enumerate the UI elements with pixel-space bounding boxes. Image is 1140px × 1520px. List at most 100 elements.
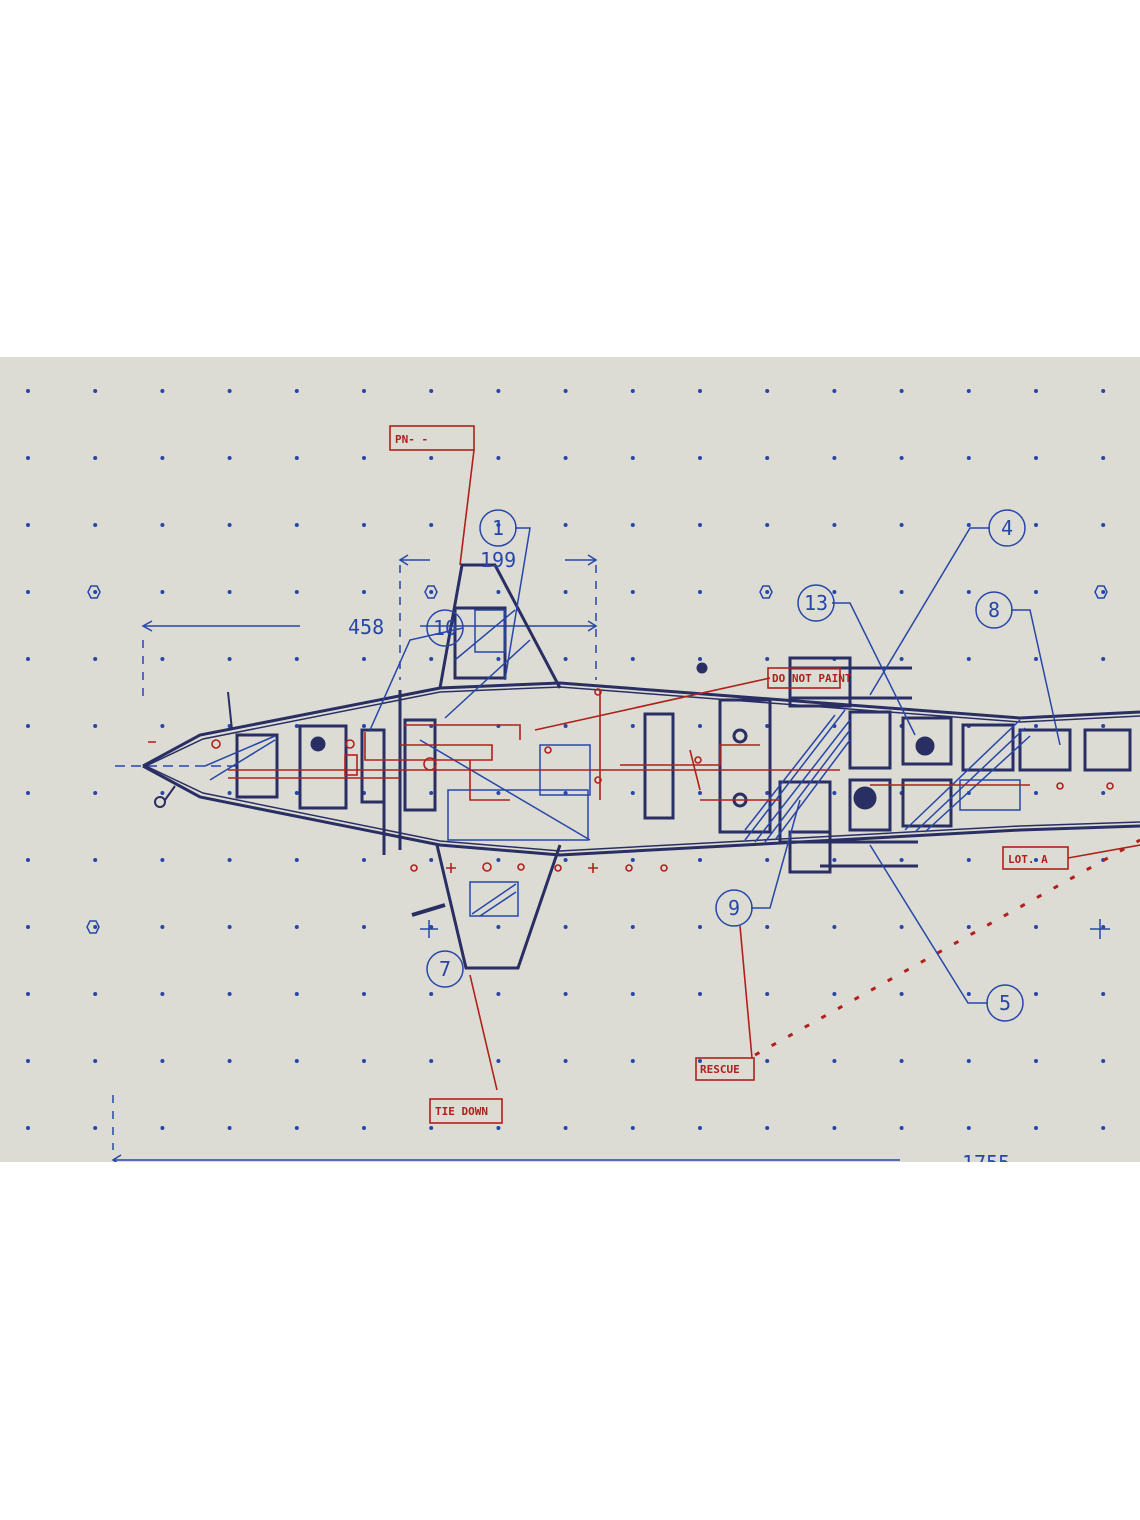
grid-dot — [899, 858, 904, 862]
grid-dot — [26, 858, 30, 862]
grid-dot — [563, 1126, 568, 1130]
grid-dot — [160, 724, 165, 728]
grid-dot — [362, 858, 366, 862]
grid-dot — [1101, 925, 1106, 929]
grid-dot — [698, 456, 702, 460]
grid-dot — [496, 791, 501, 795]
dimension-lines — [111, 554, 900, 1166]
grid-dot — [630, 523, 635, 527]
grid-dot — [26, 992, 30, 996]
grid-dot — [563, 590, 568, 594]
grid-dot — [832, 858, 837, 862]
grid-dot — [496, 1126, 501, 1130]
grid-dot — [1034, 590, 1038, 594]
rescue-label: RESCUE — [700, 1063, 740, 1076]
grid-dot — [966, 858, 971, 862]
grid-dot — [765, 389, 770, 393]
grid-dot — [227, 657, 232, 661]
grid-dot — [227, 858, 232, 862]
grid-dot — [1034, 1059, 1038, 1063]
grid-dot — [765, 992, 770, 996]
grid-dot — [630, 858, 635, 862]
grid-dot — [698, 1059, 702, 1063]
grid-dot — [966, 1059, 971, 1063]
grid-dot — [1034, 456, 1038, 460]
lot-label: LOT. A — [1008, 853, 1048, 866]
grid-dot — [93, 523, 98, 527]
grid-dot — [294, 456, 299, 460]
grid-dot — [160, 858, 165, 862]
grid-dot — [496, 925, 501, 929]
grid-dot — [294, 523, 299, 527]
grid-dot — [26, 456, 30, 460]
callout-bubbles — [426, 509, 1026, 1022]
grid-dot — [832, 523, 837, 527]
grid-dot — [362, 1059, 366, 1063]
grid-dot — [26, 590, 30, 594]
grid-dot — [899, 1126, 904, 1130]
grid-dot — [294, 724, 299, 728]
callout-numbers: 1 10 13 4 8 9 5 7 — [433, 516, 1013, 1015]
dimension-overall: 1755 — [962, 1151, 1010, 1162]
grid-dot — [630, 389, 635, 393]
grid-dot — [1101, 456, 1106, 460]
grid-dot — [899, 1059, 904, 1063]
grid-dot — [26, 724, 30, 728]
grid-dot — [496, 456, 501, 460]
grid-dot — [429, 456, 434, 460]
grid-dot — [630, 590, 635, 594]
grid-dot — [362, 657, 366, 661]
grid-dot — [698, 1126, 702, 1130]
grid-dot — [160, 1059, 165, 1063]
grid-dot — [630, 925, 635, 929]
grid-dot — [765, 523, 770, 527]
grid-dot — [698, 657, 702, 661]
grid-dot — [429, 523, 434, 527]
grid-dot — [966, 1126, 971, 1130]
red-label-boxes — [389, 425, 1069, 1124]
grid-dot — [93, 992, 98, 996]
grid-dot — [899, 992, 904, 996]
grid-dot — [160, 992, 165, 996]
grid-dot — [1101, 791, 1106, 795]
grid-dot — [362, 992, 366, 996]
grid-dot — [294, 925, 299, 929]
grid-dot — [362, 925, 366, 929]
grid-dot — [832, 992, 837, 996]
grid-dot — [429, 925, 434, 929]
grid-dot — [1034, 791, 1038, 795]
grid-dot — [899, 456, 904, 460]
grid-dot — [429, 389, 434, 393]
grid-dot — [630, 1059, 635, 1063]
grid-dot — [429, 1059, 434, 1063]
grid-dot — [429, 858, 434, 862]
grid-dot — [563, 523, 568, 527]
grid-dot — [294, 791, 299, 795]
grid-dot — [496, 657, 501, 661]
grid-dot — [160, 389, 165, 393]
grid-dot — [966, 590, 971, 594]
grid-dot — [1034, 925, 1038, 929]
grid-dot — [563, 724, 568, 728]
grid-dot — [26, 657, 30, 661]
grid-dot — [227, 389, 232, 393]
grid-dot — [1101, 590, 1106, 594]
grid-dot — [294, 389, 299, 393]
grid-dot — [362, 724, 366, 728]
grid-dot — [294, 1126, 299, 1130]
grid-dot — [765, 858, 770, 862]
grid-dot — [899, 389, 904, 393]
grid-dot — [496, 389, 501, 393]
grid-dot — [160, 523, 165, 527]
grid-dot — [630, 1126, 635, 1130]
grid-dot — [698, 389, 702, 393]
grid-dot — [630, 456, 635, 460]
grid-dot — [26, 389, 30, 393]
grid-dot — [1034, 992, 1038, 996]
grid-dot — [765, 657, 770, 661]
callout-8: 8 — [988, 598, 1000, 622]
callout-4: 4 — [1001, 516, 1013, 540]
grid-dot — [1101, 523, 1106, 527]
grid-dot — [1034, 724, 1038, 728]
blue-structure — [204, 609, 1031, 917]
